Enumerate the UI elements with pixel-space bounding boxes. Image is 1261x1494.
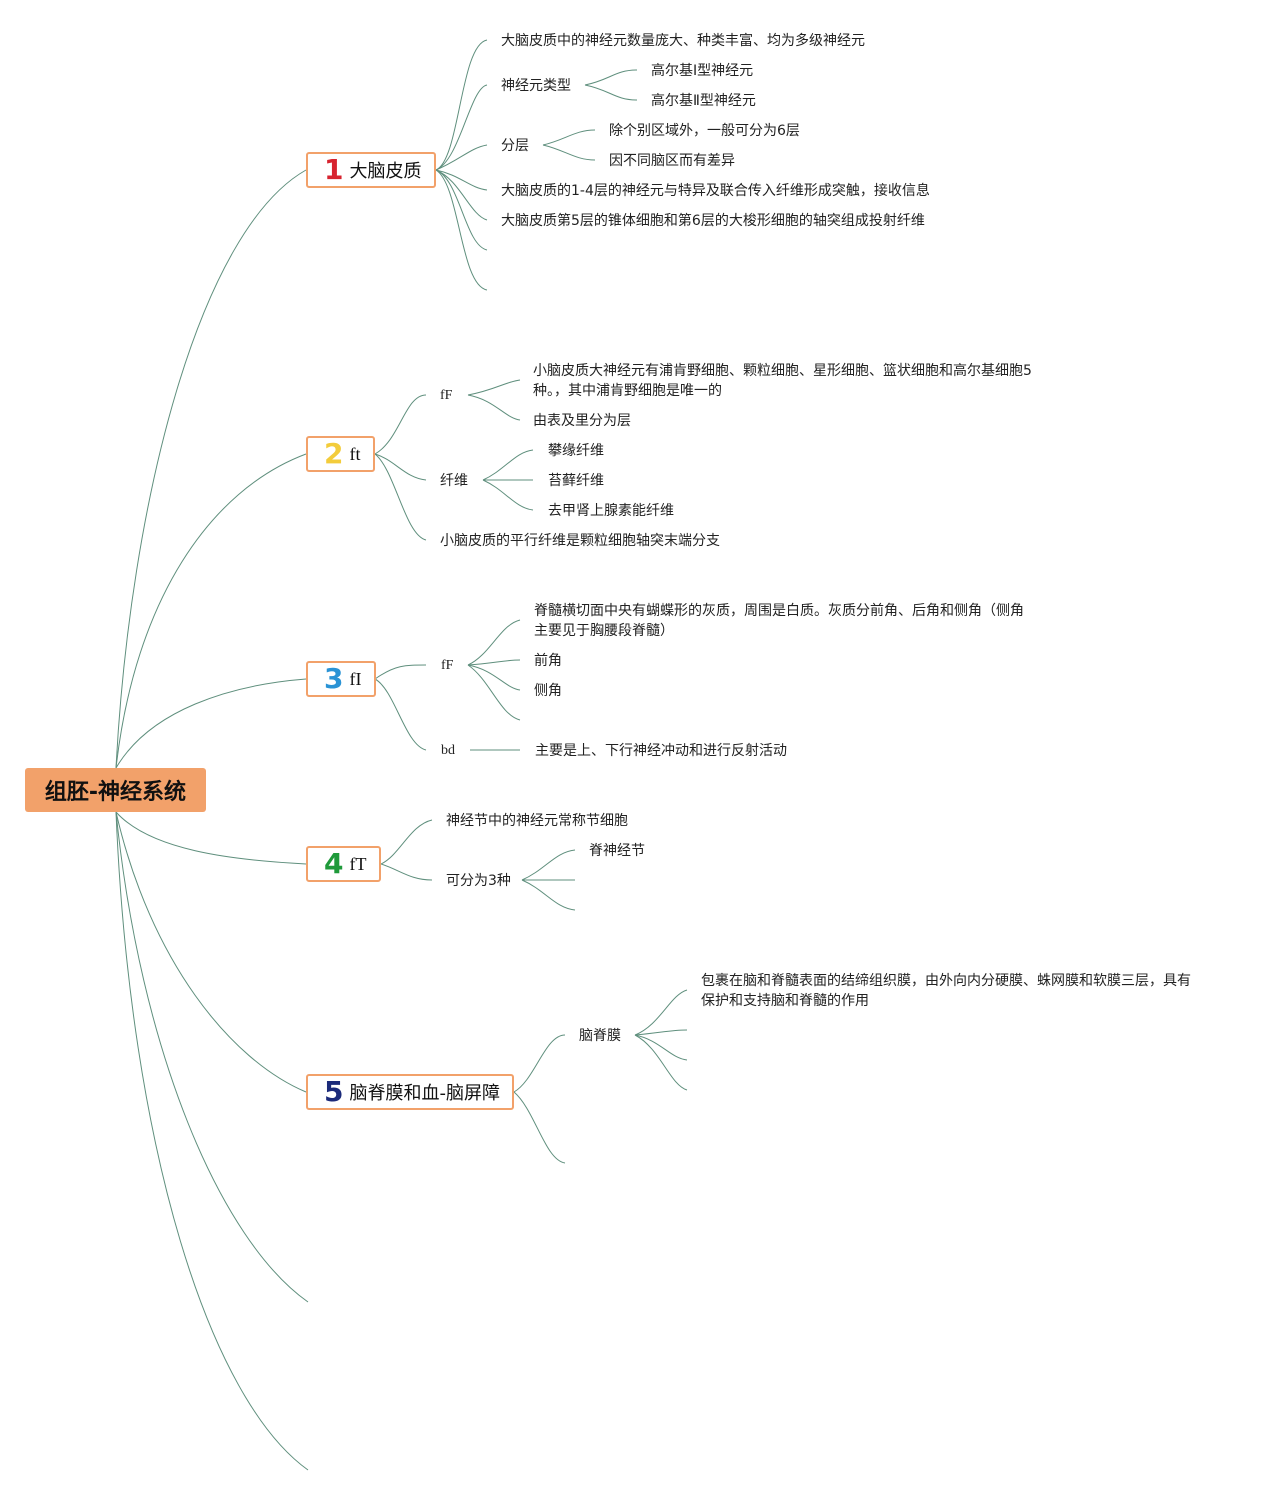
subtopic[interactable]: 大脑皮质的1-4层的神经元与特异及联合传入纤维形成突触，接收信息	[501, 183, 930, 199]
leaf-topic[interactable]: 去甲肾上腺素能纤维	[548, 503, 674, 519]
number-badge: 5	[324, 1075, 344, 1108]
leaf-topic[interactable]: 除个别区域外，一般可分为6层	[609, 123, 800, 139]
topic-label: fI	[349, 668, 362, 689]
leaf-topic[interactable]: 侧角	[534, 683, 562, 699]
subtopic[interactable]: 可分为3种	[446, 873, 511, 889]
topic-spinal-cord[interactable]: 3 fI	[306, 661, 376, 697]
leaf-topic[interactable]: 脊神经节	[589, 843, 645, 859]
topic-meninges-bbb[interactable]: 5 脑脊膜和血-脑屏障	[306, 1074, 514, 1110]
subtopic-meninges[interactable]: 脑脊膜	[579, 1028, 621, 1044]
root-title: 组胚-神经系统	[44, 780, 187, 805]
topic-ganglion[interactable]: 4 fT	[306, 846, 381, 882]
leaf-topic[interactable]: 主要是上、下行神经冲动和进行反射活动	[535, 743, 787, 759]
subtopic[interactable]: 大脑皮质第5层的锥体细胞和第6层的大梭形细胞的轴突组成投射纤维	[501, 213, 925, 229]
leaf-topic[interactable]: 高尔基Ⅰ型神经元	[651, 63, 754, 79]
topic-label: ft	[349, 443, 361, 464]
leaf-topic[interactable]: 因不同脑区而有差异	[609, 153, 735, 169]
leaf-topic[interactable]: 包裹在脑和脊髓表面的结缔组织膜，由外向内分硬膜、蛛网膜和软膜三层，具有保护和支持…	[701, 973, 1191, 1009]
subtopic[interactable]: 大脑皮质中的神经元数量庞大、种类丰富、均为多级神经元	[501, 33, 865, 49]
topic-cerebellum[interactable]: 2 ft	[306, 436, 375, 472]
subtopic[interactable]: fF	[440, 388, 453, 403]
topic-label: 大脑皮质	[349, 161, 422, 182]
subtopic[interactable]: bd	[441, 743, 455, 758]
leaf-topic[interactable]: 前角	[534, 653, 562, 669]
leaf-topic[interactable]: 攀缘纤维	[548, 443, 604, 459]
leaf-topic[interactable]: 脊髓横切面中央有蝴蝶形的灰质，周围是白质。灰质分前角、后角和侧角（侧角主要见于胸…	[534, 603, 1024, 639]
topic-label: 脑脊膜和血-脑屏障	[349, 1083, 500, 1104]
leaf-topic[interactable]: 高尔基Ⅱ型神经元	[651, 93, 756, 109]
leaf-topic[interactable]: 由表及里分为层	[533, 413, 631, 429]
topic-label: fT	[349, 853, 367, 874]
leaf-topic[interactable]: 小脑皮质大神经元有浦肯野细胞、颗粒细胞、星形细胞、篮状细胞和高尔基细胞5种。，其…	[533, 363, 1032, 399]
topic-cerebral-cortex[interactable]: 1 大脑皮质	[306, 152, 436, 188]
subtopic[interactable]: 神经节中的神经元常称节细胞	[446, 813, 628, 829]
number-badge: 3	[324, 662, 344, 695]
root-topic[interactable]: 组胚-神经系统	[25, 768, 206, 812]
subtopic[interactable]: fF	[441, 658, 454, 673]
number-badge: 4	[324, 847, 344, 880]
subtopic-fibers[interactable]: 纤维	[440, 473, 468, 489]
subtopic-layers[interactable]: 分层	[501, 138, 529, 154]
subtopic[interactable]: 小脑皮质的平行纤维是颗粒细胞轴突末端分支	[440, 533, 720, 549]
number-badge: 2	[324, 437, 344, 470]
number-badge: 1	[324, 153, 344, 186]
subtopic-neuron-types[interactable]: 神经元类型	[501, 78, 571, 94]
leaf-topic[interactable]: 苔藓纤维	[548, 473, 604, 489]
